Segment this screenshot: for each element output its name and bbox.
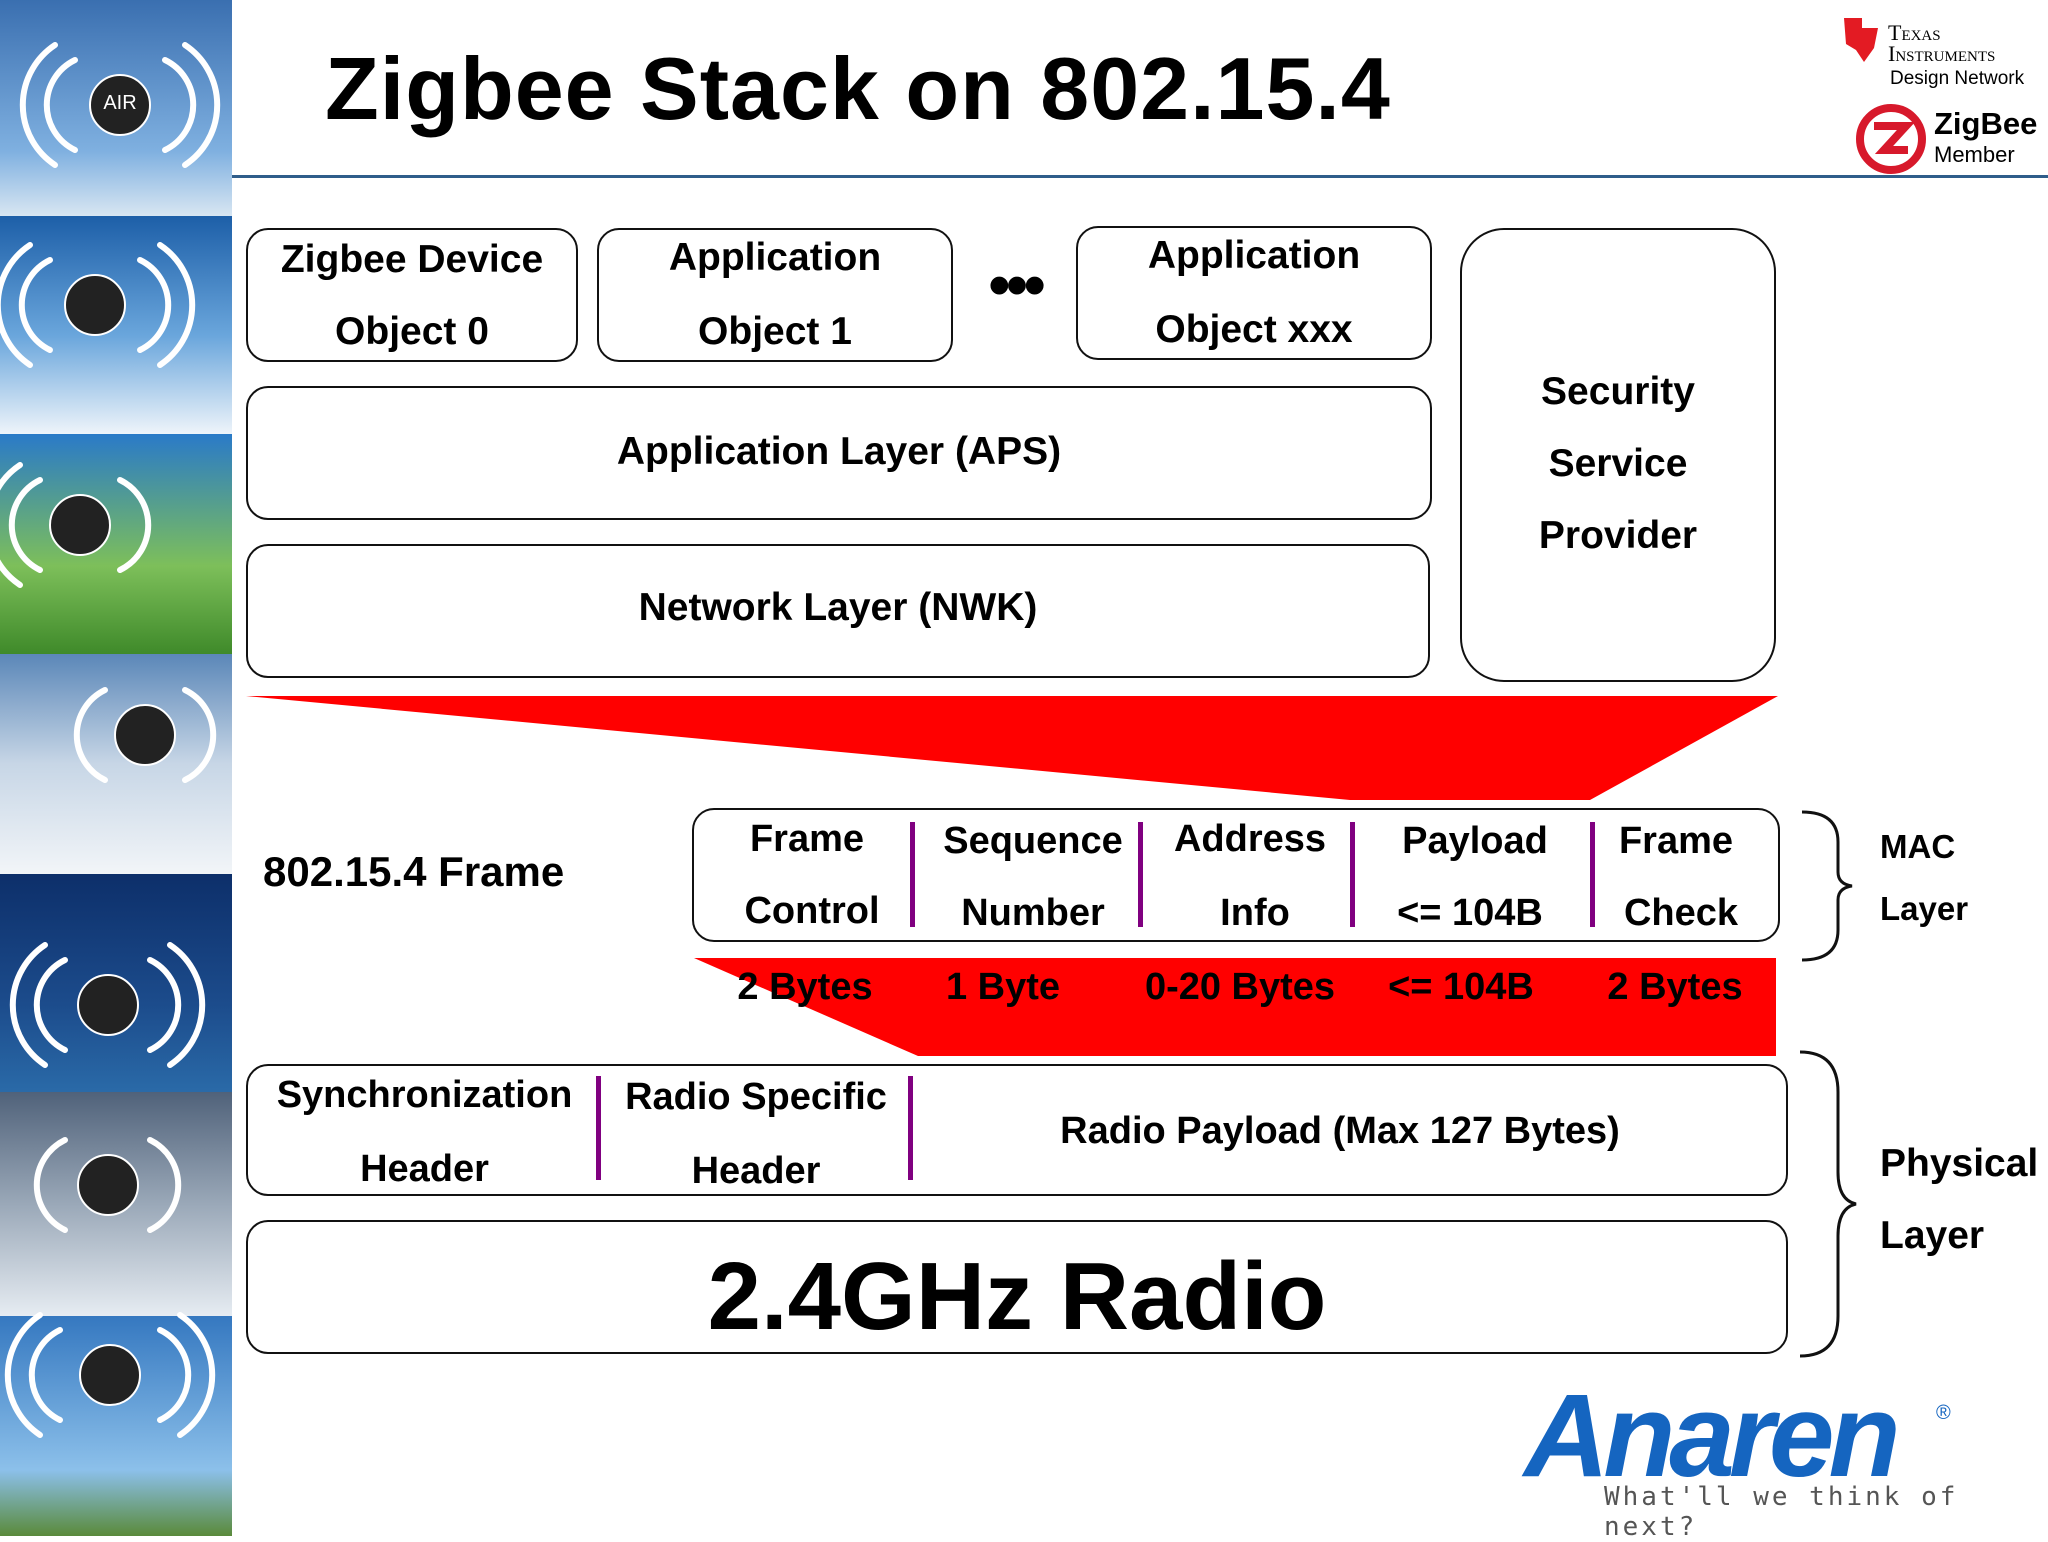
frame-label: 802.15.4 Frame (263, 848, 565, 895)
physical-layer-label-2: Layer (1880, 1214, 1985, 1257)
aps-box: Application Layer (APS) (246, 386, 1432, 520)
field-frame-control-l2: Control (744, 890, 880, 932)
field-frame-check-l2: Check (1623, 892, 1739, 934)
security-line1: Security (1541, 370, 1695, 413)
size-address-info: 0-20 Bytes (1144, 966, 1336, 1008)
size-frame-check: 2 Bytes (1607, 966, 1743, 1008)
physical-layer-brace (1799, 1050, 1857, 1358)
nwk-box: Network Layer (NWK) (246, 544, 1430, 678)
radio-box: 2.4GHz Radio (246, 1220, 1788, 1354)
field-address-info-l1: Address (1173, 818, 1327, 860)
size-frame-control: 2 Bytes (737, 966, 873, 1008)
photo-sidebar: AIR (0, 0, 232, 1536)
mac-layer-label-1: MAC (1880, 828, 1956, 865)
ti-logo-text-2: Instruments (1888, 41, 1996, 66)
field-frame-control-l1: Frame (749, 818, 865, 860)
title-divider (232, 175, 2048, 178)
radio-specific-header-l2: Header (691, 1150, 821, 1192)
ti-logo-text-1: Texas (1888, 20, 1941, 45)
physical-layer-label-1: Physical (1880, 1142, 2039, 1185)
zdo-line2: Object 0 (335, 310, 489, 353)
air-badge-label: AIR (103, 92, 137, 114)
anaren-registered-mark: ® (1936, 1402, 1951, 1424)
aps-label: Application Layer (APS) (616, 430, 1062, 473)
size-sequence-number: 1 Byte (945, 966, 1061, 1008)
anaren-tagline: What'll we think of next? (1604, 1482, 1959, 1542)
ti-design-network: Design Network (1890, 68, 2025, 89)
app1-line2: Object 1 (698, 310, 852, 353)
app-object-1-box: Application Object 1 (597, 228, 953, 362)
field-separator (1138, 822, 1143, 927)
phy-separator (596, 1076, 601, 1180)
radio-specific-header-l1: Radio Specific (625, 1076, 887, 1118)
page-title: Zigbee Stack on 802.15.4 (325, 39, 1391, 138)
phy-separator (908, 1076, 913, 1180)
field-payload-l1: Payload (1402, 820, 1548, 862)
nwk-label: Network Layer (NWK) (638, 586, 1038, 629)
field-sequence-number-l2: Number (961, 892, 1105, 934)
phy-header-box (246, 1064, 1788, 1196)
app1-line1: Application (668, 236, 882, 279)
field-sequence-number-l1: Sequence (943, 820, 1123, 862)
appxxx-line1: Application (1147, 234, 1361, 277)
zigbee-logo-icon (1856, 104, 1926, 174)
field-address-info-l2: Info (1220, 892, 1290, 934)
radio-payload-label: Radio Payload (Max 127 Bytes) (1060, 1110, 1620, 1152)
security-line2: Service (1548, 442, 1688, 485)
zigbee-logo-member: Member (1934, 142, 2015, 167)
radio-label: 2.4GHz Radio (707, 1243, 1327, 1350)
security-line3: Provider (1538, 514, 1698, 557)
app-object-xxx-box: Application Object xxx (1076, 226, 1432, 360)
mac-layer-brace (1801, 810, 1853, 962)
ti-logo-icon (1844, 18, 1878, 62)
zigbee-logo-name: ZigBee (1934, 106, 2038, 141)
zdo-line1: Zigbee Device (280, 238, 544, 281)
field-separator (1350, 822, 1355, 927)
ellipsis: ••• (988, 251, 1045, 320)
mac-frame-box (692, 808, 1780, 942)
field-separator (1590, 822, 1595, 927)
anaren-logo: Anaren (1524, 1370, 1901, 1502)
field-frame-check-l1: Frame (1618, 820, 1734, 862)
sidebar-panel-bike (0, 434, 232, 654)
size-payload: <= 104B (1388, 966, 1534, 1008)
field-payload-l2: <= 104B (1397, 892, 1543, 934)
appxxx-line2: Object xxx (1155, 308, 1353, 351)
sync-header-l2: Header (360, 1148, 489, 1190)
security-service-provider-box: Security Service Provider (1460, 228, 1776, 682)
sync-header-l1: Synchronization (276, 1074, 573, 1116)
air-badges (0, 42, 221, 1438)
sidebar-panel-snowboard (0, 654, 232, 874)
layer-braces (1799, 810, 1857, 1358)
zdo-box: Zigbee Device Object 0 (246, 228, 578, 362)
mac-layer-label-2: Layer (1880, 890, 1969, 927)
nwk-to-mac-expansion (246, 696, 1778, 1056)
field-separator (910, 822, 915, 927)
